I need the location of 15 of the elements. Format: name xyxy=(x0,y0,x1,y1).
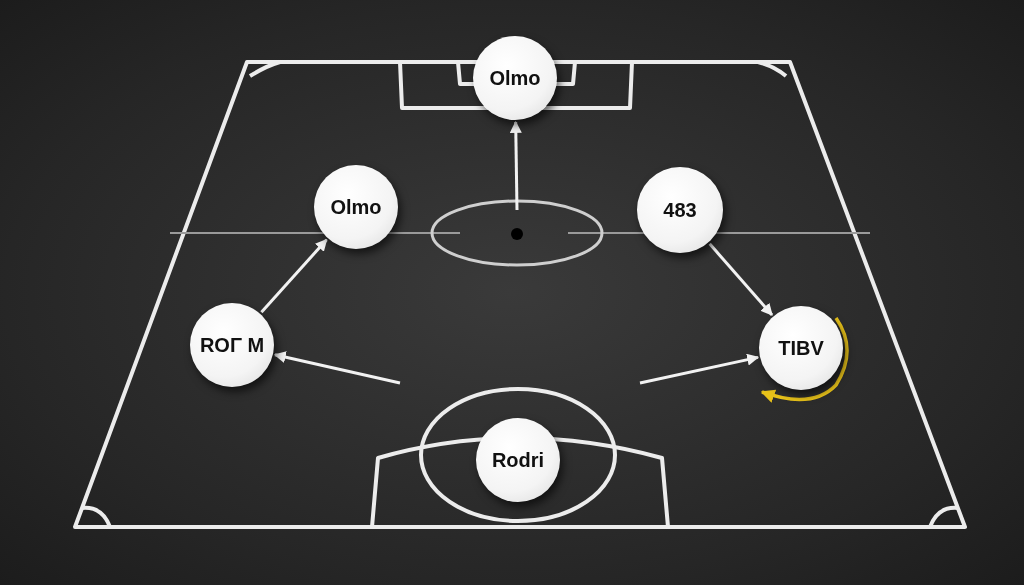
player-token xyxy=(190,303,274,387)
player-name: TIBV xyxy=(778,337,824,359)
arrow xyxy=(509,120,522,211)
player-token xyxy=(759,306,843,390)
player-name: 483 xyxy=(663,199,697,221)
player-token xyxy=(476,418,560,502)
arrow xyxy=(708,242,774,316)
player-name: ROΓ M xyxy=(199,334,265,356)
arrow xyxy=(260,238,328,314)
player-name: Rodri xyxy=(491,449,545,471)
arrow xyxy=(639,353,760,385)
player-name: Olmo xyxy=(489,67,541,89)
arrow xyxy=(273,351,401,385)
player-name: Olmo xyxy=(330,196,382,218)
player-token xyxy=(314,165,398,249)
